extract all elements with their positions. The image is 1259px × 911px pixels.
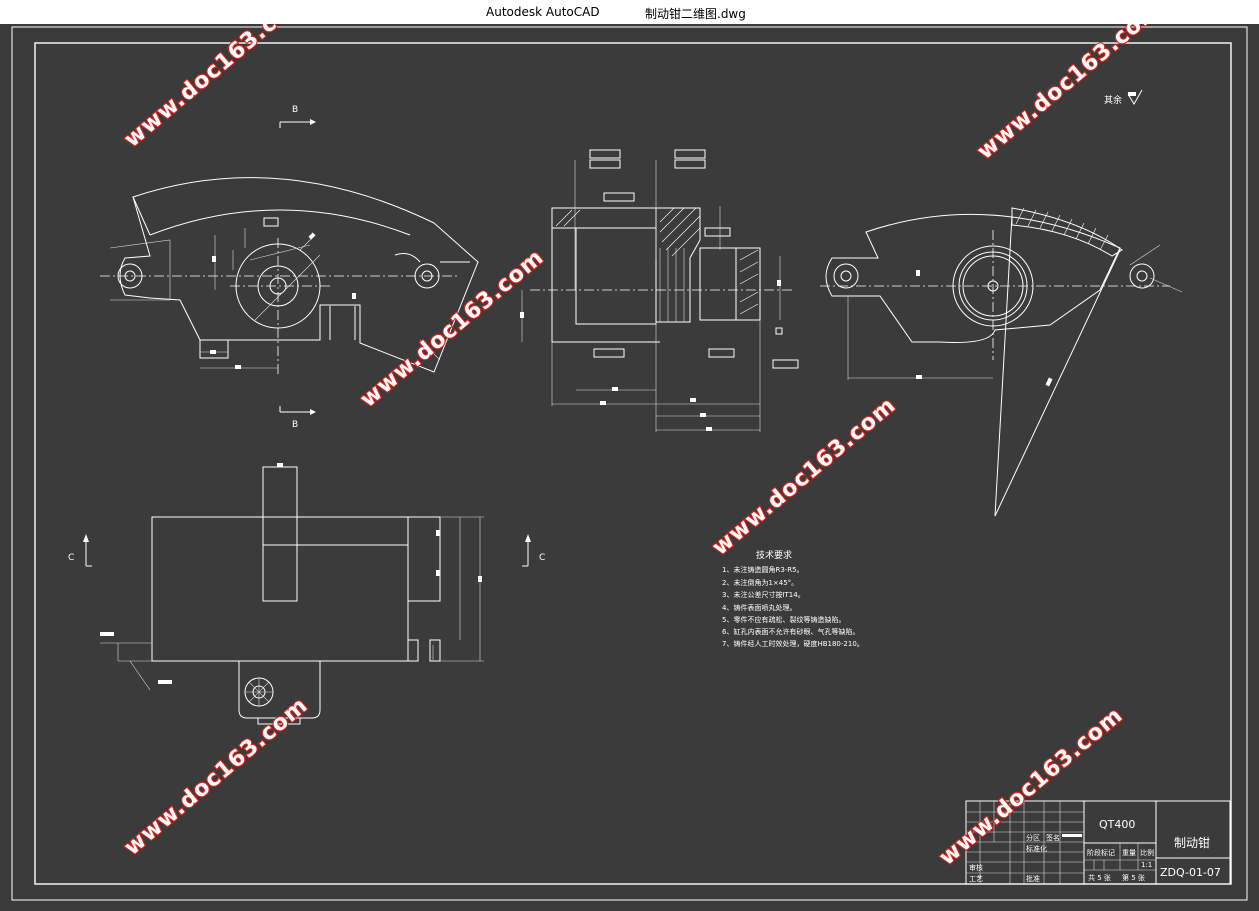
watermark: www.doc163.com bbox=[120, 693, 313, 861]
label-review: 审核 bbox=[969, 863, 983, 872]
tech-title: 技术要求 bbox=[756, 549, 792, 561]
label-approve: 批准 bbox=[1026, 874, 1040, 883]
label-division: 分区 bbox=[1026, 833, 1040, 842]
tech-item: 1、未注铸造圆角R3-R5。 bbox=[722, 565, 804, 574]
file-name: 制动钳二维图.dwg bbox=[645, 7, 746, 21]
app-title: Autodesk AutoCAD bbox=[486, 5, 600, 19]
side-view bbox=[820, 207, 1183, 517]
watermark: www.doc163.com bbox=[356, 245, 549, 413]
section-b-bottom: B bbox=[292, 420, 298, 430]
window-title-bar: Autodesk AutoCAD 制动钳二维图.dwg bbox=[0, 0, 1259, 24]
label-stage-mark: 阶段标记 bbox=[1087, 848, 1115, 857]
tech-item: 2、未注倒角为1×45°。 bbox=[722, 578, 798, 587]
watermarks: www.doc163.com www.doc163.com www.doc163… bbox=[119, 0, 1167, 872]
label-process: 工艺 bbox=[969, 875, 983, 883]
section-c-right: C bbox=[539, 553, 545, 563]
drawing-number: ZDQ-01-07 bbox=[1160, 866, 1221, 879]
watermark: www.doc163.com bbox=[973, 24, 1166, 165]
tech-item: 5、零件不应有疏松、裂纹等铸造缺陷。 bbox=[722, 615, 845, 624]
label-sheets: 共 5 张 bbox=[1088, 873, 1111, 882]
title-block: QT400 制动钳 ZDQ-01-07 分区 签名 标准化 阶段标记 重量 比例… bbox=[965, 800, 1231, 885]
tech-item: 6、缸孔内表面不允许有砂眼、气孔等缺陷。 bbox=[722, 627, 859, 636]
label-weight: 重量 bbox=[1122, 849, 1136, 857]
inner-frame bbox=[34, 42, 1232, 885]
label-standardization: 标准化 bbox=[1026, 844, 1047, 853]
front-view: B B bbox=[100, 105, 479, 430]
roughness-symbol bbox=[1127, 89, 1143, 105]
section-c-left: C bbox=[68, 553, 74, 563]
section-b-top: B bbox=[292, 105, 298, 115]
section-view bbox=[520, 149, 799, 432]
top-view: C C bbox=[68, 463, 545, 725]
roughness-note: 其余 bbox=[1104, 94, 1122, 106]
outer-frame bbox=[11, 26, 1248, 901]
cad-drawing: B B bbox=[11, 0, 1248, 901]
label-signature: 签名 bbox=[1046, 833, 1060, 842]
label-sheet-no: 第 5 张 bbox=[1122, 873, 1145, 882]
watermark: www.doc163.com bbox=[708, 393, 901, 561]
tech-item: 7、铸件经人工时效处理，硬度HB180-210。 bbox=[722, 639, 864, 648]
tech-item: 4、铸件表面喷丸处理。 bbox=[722, 603, 796, 612]
label-scale: 比例 bbox=[1140, 848, 1154, 857]
scale-value: 1:1 bbox=[1141, 861, 1152, 869]
tech-requirements: 技术要求 1、未注铸造圆角R3-R5。 2、未注倒角为1×45°。 3、未注公差… bbox=[722, 549, 864, 648]
material: QT400 bbox=[1099, 818, 1135, 831]
part-name: 制动钳 bbox=[1174, 836, 1210, 850]
tech-item: 3、未注公差尺寸按IT14。 bbox=[722, 590, 805, 599]
